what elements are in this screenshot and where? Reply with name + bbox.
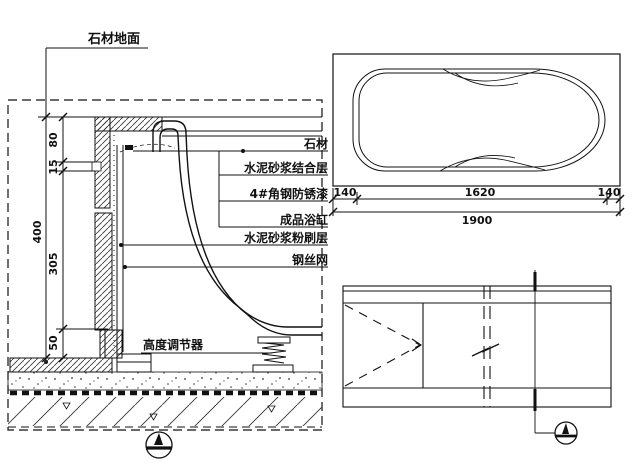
screed-layer <box>7 371 323 391</box>
dim-400: 400 <box>31 220 44 243</box>
section-dimensions <box>38 112 108 363</box>
bathtub-plan-view <box>328 53 625 217</box>
callout-wire-mesh: 钢丝网 <box>292 252 328 267</box>
stone-deck-lines <box>162 116 322 137</box>
plan-dimensions <box>328 188 625 217</box>
callout-leaders <box>119 149 328 354</box>
break-zigzag <box>471 343 500 357</box>
callout-angle-steel-paint: 4#角钢防锈漆 <box>250 186 328 201</box>
section-cut-line <box>533 270 555 434</box>
stone-wall-hatch <box>94 116 163 359</box>
dim-80: 80 <box>47 132 60 148</box>
plan-dim-140-right: 140 <box>598 186 621 199</box>
floor-finish-label: 石材地面 <box>87 31 140 47</box>
dim-ticks <box>41 112 68 363</box>
callout-finished-bathtub: 成品浴缸 <box>280 212 328 227</box>
access-panel-swing-dashes <box>344 304 421 387</box>
elevation-outer-rect <box>342 285 612 408</box>
section-detail-view <box>7 47 328 459</box>
dim-15: 15 <box>47 159 60 174</box>
plan-dim-140-left: 140 <box>334 186 357 199</box>
height-adjuster-label: 高度调节器 <box>143 337 204 352</box>
angle-steel <box>116 145 152 373</box>
plan-dim-1620: 1620 <box>465 186 496 199</box>
dim-50: 50 <box>47 335 60 351</box>
section-dashed-border <box>7 99 323 431</box>
callout-stone: 石材 <box>303 136 328 151</box>
callout-mortar-bond-layer: 水泥砂浆结合层 <box>244 160 328 175</box>
detail-marker-icon <box>145 431 173 459</box>
bathtub-profile <box>119 120 322 336</box>
plan-dim-1900: 1900 <box>462 214 493 227</box>
dim-305: 305 <box>47 253 60 276</box>
tub-plan-outline <box>352 68 606 172</box>
plan-outer-rect <box>332 53 621 187</box>
callout-mortar-plaster-layer: 水泥砂浆粉刷层 <box>244 230 328 245</box>
height-adjuster <box>252 336 294 373</box>
structural-slab-hatch <box>8 397 322 426</box>
detail-marker-icon <box>554 421 578 445</box>
break-line <box>471 286 500 407</box>
wall-recess-groove <box>91 161 102 172</box>
swing-arrowhead <box>411 338 422 352</box>
tub-front-elevation-view <box>342 270 612 445</box>
level-symbols <box>62 402 276 421</box>
